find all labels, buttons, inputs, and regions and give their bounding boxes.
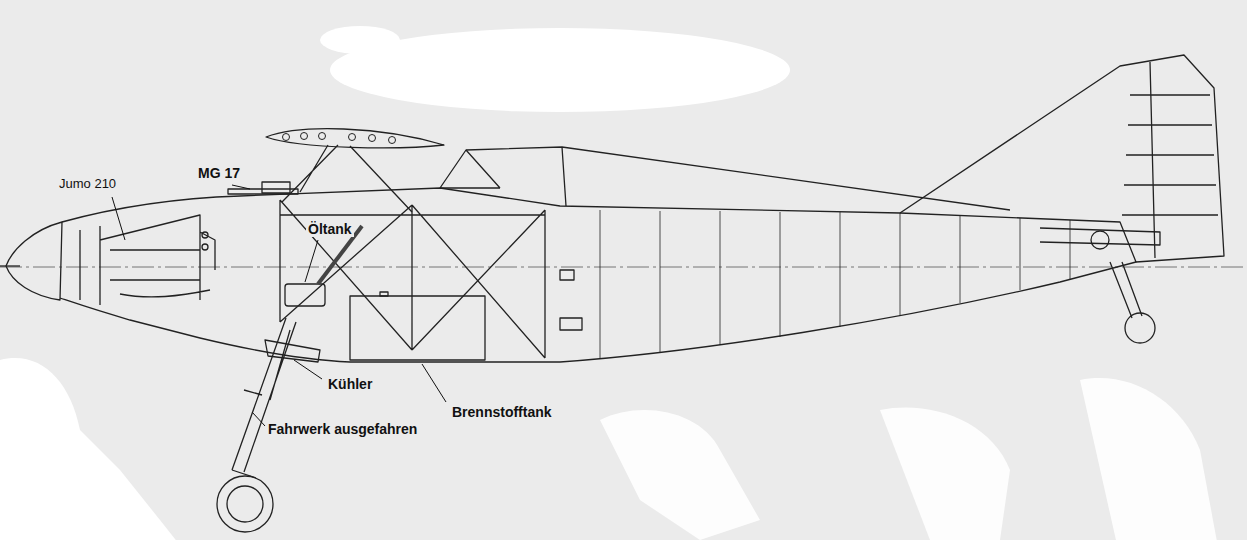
canopy bbox=[440, 147, 1010, 210]
tailplane bbox=[1040, 228, 1160, 245]
fuselage-frames bbox=[600, 210, 1070, 358]
engine bbox=[80, 215, 215, 305]
fin bbox=[900, 55, 1224, 262]
oil-tank bbox=[285, 284, 325, 306]
part-label: Jumo 210 bbox=[57, 177, 118, 192]
erasure-patch bbox=[0, 26, 1247, 558]
part-label: Kühler bbox=[326, 376, 374, 392]
fuel-tank bbox=[350, 296, 485, 360]
landing-gear bbox=[232, 318, 296, 478]
part-label: Fahrwerk ausgefahren bbox=[266, 421, 419, 437]
part-label: Öltank bbox=[306, 221, 354, 237]
part-label: Brennstofftank bbox=[450, 404, 554, 420]
tail-wheel-strut bbox=[1110, 262, 1142, 318]
wing-strut bbox=[282, 145, 412, 212]
hatch bbox=[560, 270, 574, 280]
spinner bbox=[6, 222, 62, 300]
wheel-hub bbox=[227, 486, 263, 522]
rudder-hinge bbox=[1122, 62, 1218, 258]
hatch bbox=[560, 318, 582, 330]
fuel-cap bbox=[380, 292, 388, 296]
center-line bbox=[0, 267, 1247, 268]
fuselage-outline bbox=[60, 188, 1136, 362]
leader-line bbox=[112, 185, 446, 426]
machine-gun-body bbox=[262, 182, 290, 193]
fuselage-truss bbox=[280, 200, 545, 358]
spinner-tip bbox=[0, 265, 20, 266]
radiator bbox=[265, 340, 320, 362]
tail-wheel bbox=[1125, 313, 1155, 343]
canopy-frame bbox=[440, 147, 566, 206]
wing-section bbox=[266, 129, 444, 148]
roundel bbox=[1091, 231, 1109, 249]
part-label: MG 17 bbox=[196, 165, 242, 181]
wheel bbox=[217, 476, 273, 532]
